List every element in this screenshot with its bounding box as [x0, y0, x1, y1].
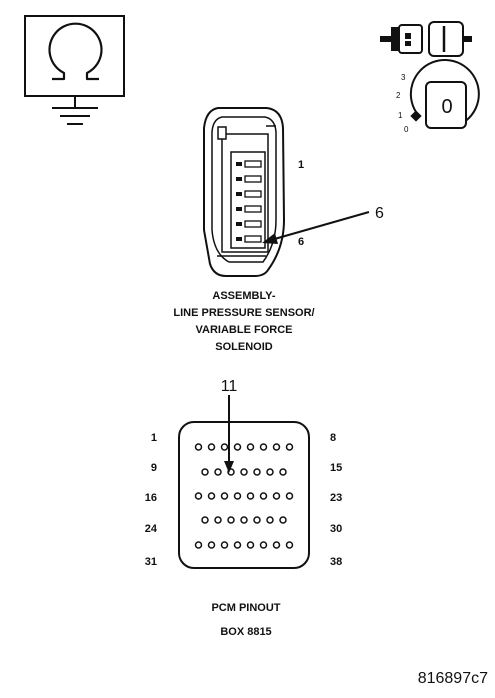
pcm-row-end-label: 8 [330, 432, 336, 444]
figure-id: 816897c7 [418, 670, 488, 687]
sensor-terminal [244, 235, 262, 243]
pcm-pin [214, 468, 222, 476]
pcm-pin [220, 541, 229, 549]
pcm-caption-line-1: PCM PINOUT [211, 602, 280, 614]
ignition-position-2: 2 [396, 91, 401, 100]
pcm-pin [214, 516, 222, 524]
pcm-pin [259, 443, 268, 451]
pcm-caption-line-2: BOX 8815 [220, 626, 271, 638]
sensor-terminal-latch [236, 192, 242, 196]
pcm-pin [259, 541, 268, 549]
pcm-row-end-label: 15 [330, 462, 342, 474]
pcm-pin [246, 492, 255, 500]
pcm-pin [233, 492, 242, 500]
sensor-caption-line-4: SOLENOID [215, 341, 273, 353]
sensor-terminal-latch [236, 207, 242, 211]
pcm-pin [253, 516, 261, 524]
callout-11-label: 11 [221, 378, 238, 395]
sensor-terminal-latch [236, 177, 242, 181]
sensor-terminal [244, 220, 262, 228]
sensor-terminal [244, 190, 262, 198]
ignition-key-off-icon: 0 3 2 1 0 [396, 59, 480, 134]
pcm-pin [285, 492, 294, 500]
ignition-position-3: 3 [401, 73, 406, 82]
pcm-row-end-label: 23 [330, 492, 342, 504]
pcm-pin [272, 492, 281, 500]
pcm-row-start-label: 1 [151, 432, 157, 444]
sensor-caption-line-1: ASSEMBLY- [212, 290, 276, 302]
pcm-pin [279, 516, 287, 524]
ignition-position-0: 0 [404, 125, 409, 134]
pcm-pin [285, 443, 294, 451]
pcm-pin [194, 443, 203, 451]
pcm-pin [220, 492, 229, 500]
callout-11: 11 [221, 378, 238, 473]
sensor-pin-1-label: 1 [298, 159, 304, 171]
pcm-pin [285, 541, 294, 549]
pcm-pin [246, 443, 255, 451]
pcm-pin [194, 492, 203, 500]
pcm-pin [253, 468, 261, 476]
ignition-position-1: 1 [398, 111, 403, 120]
pcm-row-start-label: 24 [145, 523, 158, 535]
pcm-row-start-label: 9 [151, 462, 157, 474]
pcm-row-start-label: 16 [145, 492, 157, 504]
sensor-connector: 1 6 [203, 107, 304, 277]
sensor-caption: ASSEMBLY- LINE PRESSURE SENSOR/ VARIABLE… [173, 290, 314, 353]
sensor-terminal [244, 175, 262, 183]
pcm-pin [233, 541, 242, 549]
sensor-caption-line-3: VARIABLE FORCE [196, 324, 293, 336]
pcm-pin [207, 541, 216, 549]
pcm-pin [233, 443, 242, 451]
pcm-pin [246, 541, 255, 549]
sensor-terminal-latch [236, 237, 242, 241]
pcm-row-end-label: 30 [330, 523, 342, 535]
sensor-pin-6-label: 6 [298, 236, 304, 248]
callout-6: 6 [262, 205, 384, 244]
pcm-pin [227, 516, 235, 524]
pcm-row-start-label: 31 [145, 556, 157, 568]
pcm-pin [272, 541, 281, 549]
pcm-pin [266, 516, 274, 524]
sensor-terminal-latch [236, 162, 242, 166]
pcm-pin [240, 516, 248, 524]
pcm-pin [220, 443, 229, 451]
ignition-key-label: 0 [441, 96, 452, 118]
pcm-connector: 1 8 9 15 16 23 24 30 31 38 [145, 421, 342, 569]
pcm-pin [207, 443, 216, 451]
pcm-pin [259, 492, 268, 500]
ohmmeter-ground-icon [24, 15, 125, 125]
pcm-pin [272, 443, 281, 451]
pcm-pin [201, 468, 209, 476]
callout-6-label: 6 [375, 205, 384, 222]
pcm-pin [240, 468, 248, 476]
pcm-pin [194, 541, 203, 549]
sensor-caption-line-2: LINE PRESSURE SENSOR/ [173, 307, 314, 319]
sensor-terminal-latch [236, 222, 242, 226]
pcm-pin [201, 516, 209, 524]
sensor-terminal [244, 160, 262, 168]
pcm-pin [279, 468, 287, 476]
pcm-row-end-label: 38 [330, 556, 342, 568]
pcm-caption: PCM PINOUT BOX 8815 [211, 602, 280, 638]
pcm-pin [207, 492, 216, 500]
sensor-terminal [244, 205, 262, 213]
pcm-pin [266, 468, 274, 476]
disconnect-connector-icon [380, 21, 472, 57]
